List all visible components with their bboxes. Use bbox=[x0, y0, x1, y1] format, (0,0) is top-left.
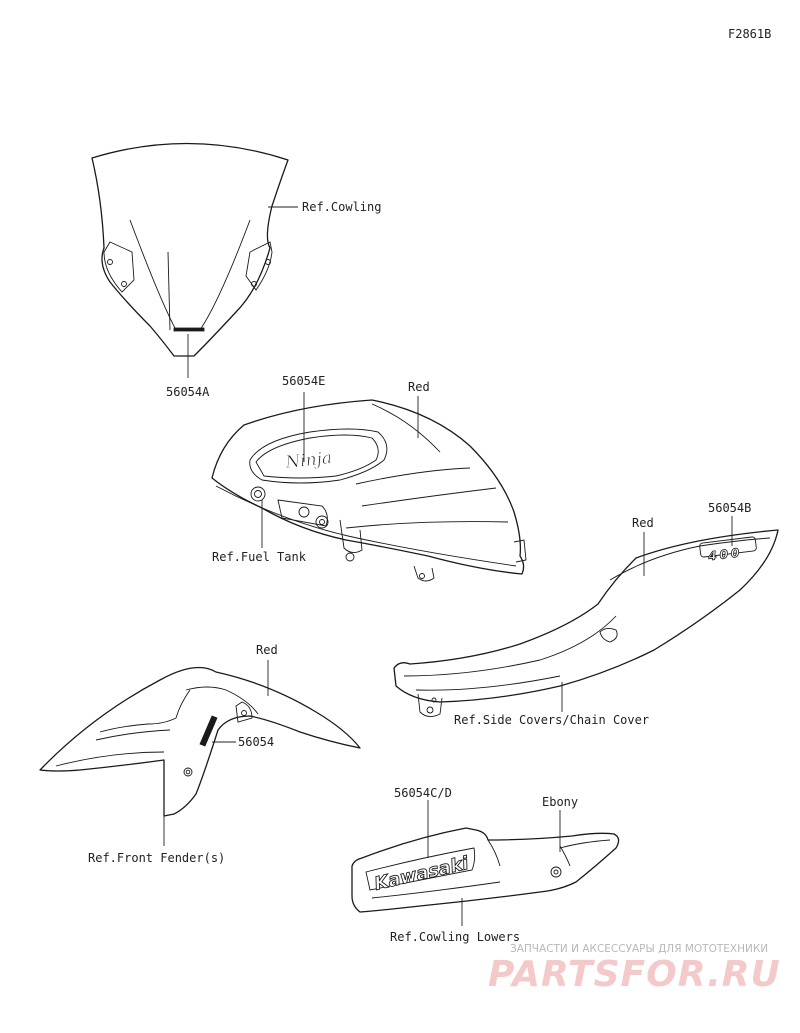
tank-ninja-logo: Ninja bbox=[283, 448, 333, 473]
fuel-tank-part[interactable]: Ninja bbox=[211, 399, 527, 582]
cowling-lower-part[interactable]: Kawasaki bbox=[351, 827, 620, 913]
callout-color-tank: Red bbox=[408, 380, 430, 394]
windshield-decal bbox=[173, 327, 205, 332]
front-fender-part[interactable] bbox=[39, 666, 361, 817]
callout-part-side: 56054B bbox=[708, 501, 751, 515]
callout-ref-side-covers: Ref.Side Covers/Chain Cover bbox=[454, 713, 649, 727]
callout-part-fender: 56054 bbox=[238, 735, 274, 749]
callout-part-windshield: 56054A bbox=[166, 385, 210, 399]
callout-color-side: Red bbox=[632, 516, 654, 530]
watermark-tagline: ЗАПЧАСТИ И АКСЕССУАРЫ ДЛЯ МОТОТЕХНИКИ bbox=[510, 943, 768, 955]
callout-ref-fuel-tank: Ref.Fuel Tank bbox=[212, 550, 307, 564]
callout-color-fender: Red bbox=[256, 643, 278, 657]
figure-code: F2861B bbox=[728, 27, 771, 41]
callout-part-tank: 56054E bbox=[282, 374, 325, 388]
callout-ref-cowling: Ref.Cowling bbox=[302, 200, 381, 214]
side-400-badge: 400 bbox=[707, 545, 744, 563]
windshield-part[interactable] bbox=[91, 142, 289, 357]
callout-part-lowers: 56054C/D bbox=[394, 786, 452, 800]
watermark-brand: PARTSFOR.RU bbox=[488, 954, 781, 995]
fender-decal bbox=[199, 715, 218, 747]
callout-color-lowers: Ebony bbox=[542, 795, 578, 809]
side-cover-part[interactable]: 400 bbox=[393, 529, 779, 717]
callout-ref-cowling-lowers: Ref.Cowling Lowers bbox=[390, 930, 520, 944]
callout-ref-front-fender: Ref.Front Fender(s) bbox=[88, 851, 225, 865]
